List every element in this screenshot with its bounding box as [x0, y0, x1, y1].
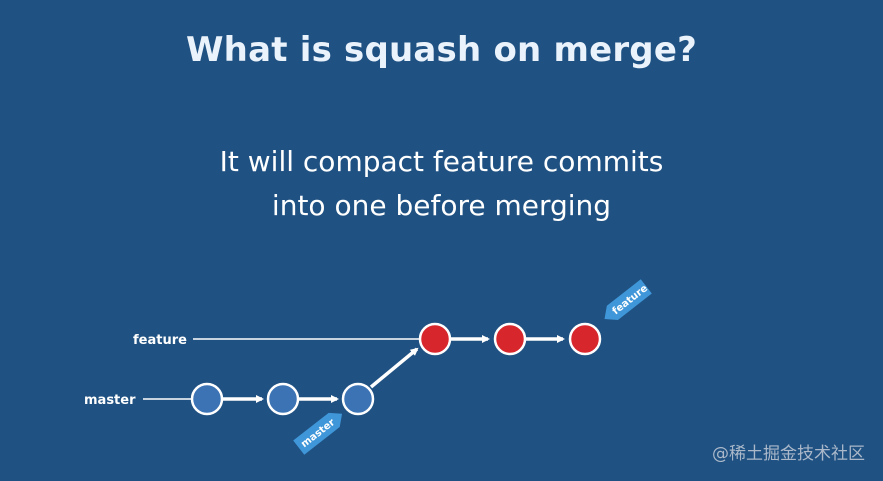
slide-subtitle: It will compact feature commits into one…: [0, 140, 883, 228]
subtitle-line-1: It will compact feature commits: [219, 145, 664, 178]
master-branch-label: master: [84, 393, 136, 408]
feature-branch-label: feature: [133, 333, 187, 348]
slide-title: What is squash on merge?: [185, 30, 698, 70]
feature-commit-node: [568, 322, 602, 356]
master-commit-node: [190, 382, 224, 416]
arrow-master-to-feature: [369, 347, 419, 389]
master-tag: master: [293, 412, 343, 455]
subtitle-line-2: into one before merging: [271, 189, 612, 222]
feature-commit-node: [418, 322, 452, 356]
master-commit-node: [266, 382, 300, 416]
master-commit-node: [341, 382, 375, 416]
feature-commit-node: [493, 322, 527, 356]
watermark: @稀土掘金技术社区: [712, 444, 865, 464]
feature-tag: feature: [604, 279, 652, 320]
